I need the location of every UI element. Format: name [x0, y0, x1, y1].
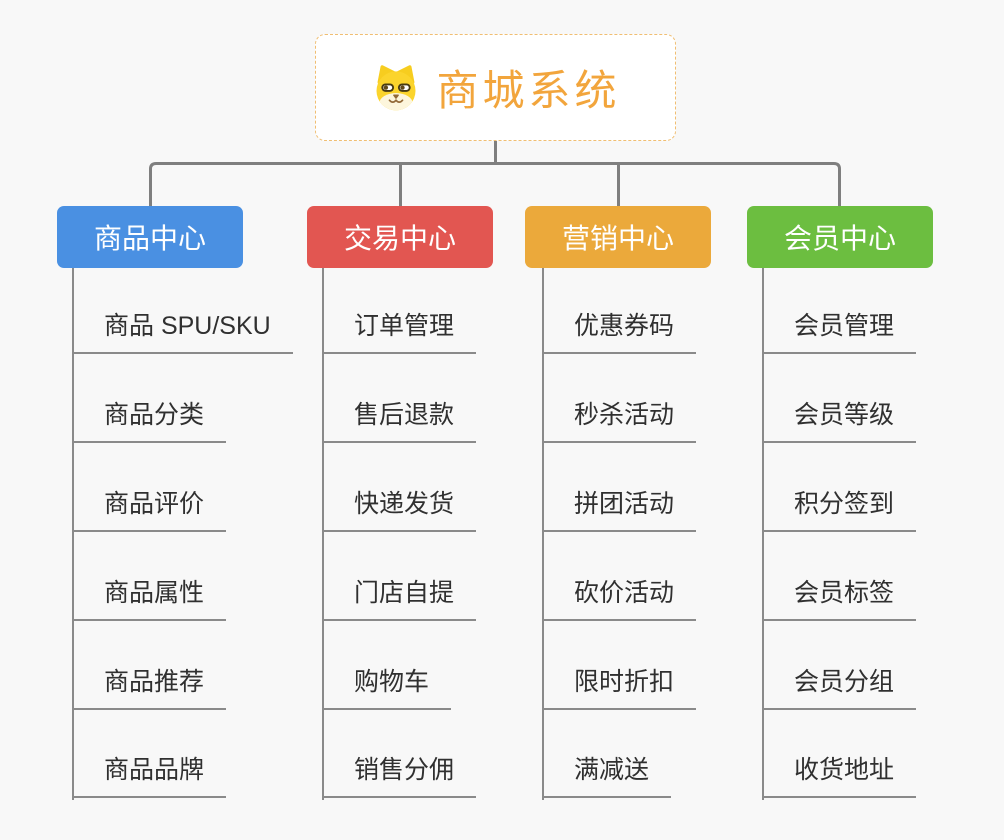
branch3-children-line [542, 268, 544, 800]
branch4-children-line [762, 268, 764, 800]
leaf-node[interactable]: 限时折扣 [542, 664, 697, 710]
branch-label: 会员中心 [783, 223, 896, 254]
leaf-node[interactable]: 会员分组 [762, 664, 917, 710]
leaf-node[interactable]: 商品 SPU/SKU [72, 308, 293, 354]
leaf-node[interactable]: 门店自提 [322, 575, 477, 621]
leaf-node[interactable]: 商品品牌 [72, 752, 227, 798]
leaf-node[interactable]: 购物车 [322, 664, 452, 710]
leaf-node[interactable]: 秒杀活动 [542, 397, 697, 443]
dog-face-icon [376, 64, 416, 110]
branch-label: 交易中心 [343, 223, 456, 254]
branch-node-marketing-center[interactable]: 营销中心 [525, 206, 711, 268]
leaf-node[interactable]: 优惠券码 [542, 308, 697, 354]
leaf-node[interactable]: 订单管理 [322, 308, 477, 354]
leaf-node[interactable]: 拼团活动 [542, 486, 697, 532]
root-node-mall-system[interactable]: 商城系统 [315, 34, 676, 141]
connector-bus-line [149, 162, 841, 206]
leaf-node[interactable]: 售后退款 [322, 397, 477, 443]
leaf-node[interactable]: 快递发货 [322, 486, 477, 532]
leaf-node[interactable]: 满减送 [542, 752, 672, 798]
branch-label: 营销中心 [561, 223, 674, 254]
leaf-node[interactable]: 会员标签 [762, 575, 917, 621]
branch2-children-line [322, 268, 324, 800]
branch1-children-line [72, 268, 74, 800]
leaf-node[interactable]: 商品推荐 [72, 664, 227, 710]
leaf-node[interactable]: 积分签到 [762, 486, 917, 532]
leaf-node[interactable]: 会员等级 [762, 397, 917, 443]
branch-label: 商品中心 [93, 223, 206, 254]
leaf-node[interactable]: 商品评价 [72, 486, 227, 532]
leaf-node[interactable]: 商品分类 [72, 397, 227, 443]
leaf-node[interactable]: 砍价活动 [542, 575, 697, 621]
root-title: 商城系统 [436, 67, 621, 114]
leaf-node[interactable]: 会员管理 [762, 308, 917, 354]
leaf-node[interactable]: 销售分佣 [322, 752, 477, 798]
branch-node-member-center[interactable]: 会员中心 [747, 206, 933, 268]
branch-node-product-center[interactable]: 商品中心 [57, 206, 243, 268]
leaf-node[interactable]: 商品属性 [72, 575, 227, 621]
branch-node-trade-center[interactable]: 交易中心 [307, 206, 493, 268]
leaf-node[interactable]: 收货地址 [762, 752, 917, 798]
